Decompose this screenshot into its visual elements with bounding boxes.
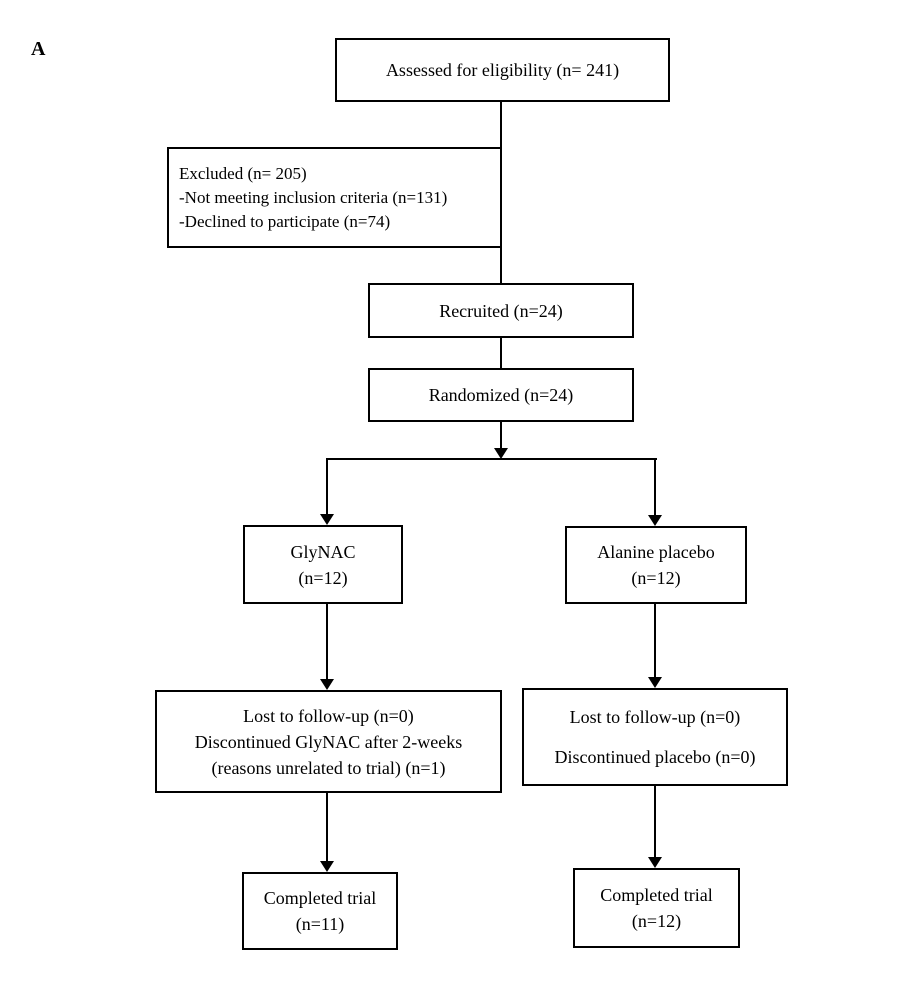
connector-branch-placebo <box>654 460 656 516</box>
node-excluded-title: Excluded (n= 205) <box>179 163 307 183</box>
node-arm-glynac: GlyNAC (n=12) <box>243 525 403 604</box>
node-arm-placebo-name: Alanine placebo <box>597 542 715 562</box>
node-completed-glynac-name: Completed trial <box>263 888 377 908</box>
node-arm-placebo: Alanine placebo (n=12) <box>565 526 747 604</box>
connector-glynac-followup <box>326 604 328 680</box>
node-completed-placebo-name: Completed trial <box>600 885 713 905</box>
node-arm-placebo-count: (n=12) <box>631 568 681 588</box>
connector-branch-horizontal <box>326 458 657 460</box>
node-followup-placebo: Lost to follow-up (n=0) Discontinued pla… <box>522 688 788 786</box>
arrowhead-down-icon <box>494 448 508 459</box>
arrowhead-down-icon <box>648 677 662 688</box>
arrowhead-down-icon <box>648 515 662 526</box>
node-followup-placebo-line: Discontinued placebo (n=0) <box>554 747 756 767</box>
node-completed-placebo-count: (n=12) <box>631 911 682 931</box>
node-assessed-text: Assessed for eligibility (n= 241) <box>385 60 620 80</box>
node-followup-glynac-line: (reasons unrelated to trial) (n=1) <box>211 757 446 778</box>
panel-label: A <box>31 38 46 60</box>
connector-placebo-followup <box>654 604 656 678</box>
node-completed-glynac: Completed trial (n=11) <box>242 872 398 950</box>
node-followup-glynac-line: Discontinued GlyNAC after 2-weeks <box>194 731 463 752</box>
node-randomized: Randomized (n=24) <box>368 368 634 422</box>
node-excluded-item: -Not meeting inclusion criteria (n=131) <box>179 187 448 207</box>
node-arm-glynac-count: (n=12) <box>298 567 348 588</box>
node-followup-glynac-line: Lost to follow-up (n=0) <box>243 705 414 726</box>
arrowhead-down-icon <box>320 514 334 525</box>
connector-followup-completed-glynac <box>326 793 328 862</box>
node-arm-glynac-name: GlyNAC <box>290 541 356 562</box>
node-followup-placebo-line: Lost to follow-up (n=0) <box>569 707 741 727</box>
connector-assessed-recruited <box>500 102 502 283</box>
node-excluded: Excluded (n= 205) -Not meeting inclusion… <box>167 147 502 248</box>
node-completed-placebo: Completed trial (n=12) <box>573 868 740 948</box>
node-randomized-text: Randomized (n=24) <box>428 385 574 405</box>
connector-branch-glynac <box>326 460 328 515</box>
node-recruited: Recruited (n=24) <box>368 283 634 338</box>
node-assessed-eligibility: Assessed for eligibility (n= 241) <box>335 38 670 102</box>
node-recruited-text: Recruited (n=24) <box>439 300 563 321</box>
arrowhead-down-icon <box>320 861 334 872</box>
connector-followup-completed-placebo <box>654 786 656 858</box>
arrowhead-down-icon <box>320 679 334 690</box>
node-followup-glynac: Lost to follow-up (n=0) Discontinued Gly… <box>155 690 502 793</box>
node-completed-glynac-count: (n=11) <box>295 914 345 934</box>
node-excluded-item: -Declined to participate (n=74) <box>179 211 391 231</box>
arrowhead-down-icon <box>648 857 662 868</box>
connector-recruited-randomized <box>500 338 502 368</box>
connector-randomized-branch <box>500 422 502 449</box>
